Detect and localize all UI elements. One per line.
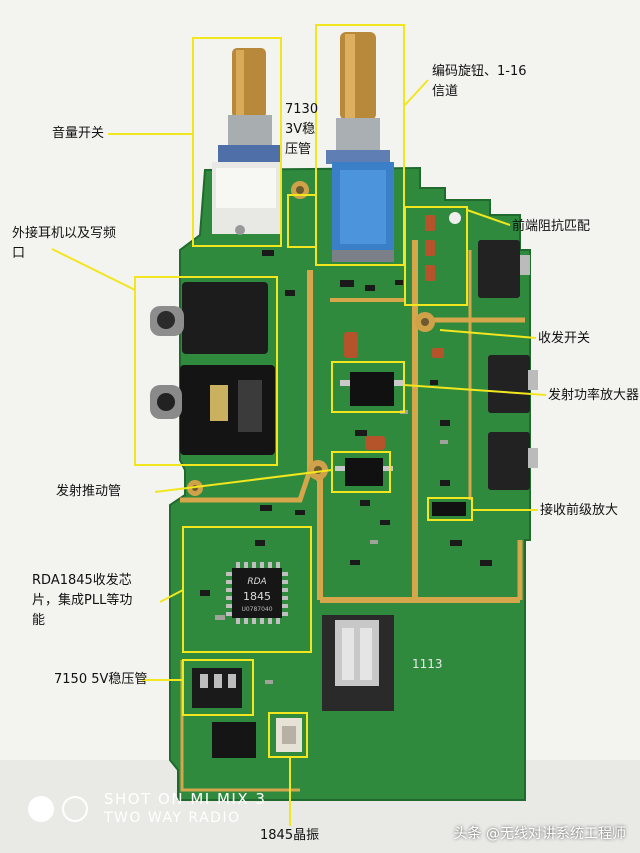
label-crystal: 1845晶振 bbox=[260, 828, 320, 843]
chip-logo: RDA bbox=[247, 577, 266, 587]
label-ext-earphone: 外接耳机以及写频 口 bbox=[12, 226, 117, 261]
encoder-knob bbox=[326, 32, 394, 262]
label-impedance-match: 前端阻抗匹配 bbox=[512, 219, 591, 234]
board-marking: 1113 bbox=[412, 657, 443, 671]
volume-potentiometer bbox=[212, 48, 282, 235]
label-rda-chip: RDA1845收发芯 片，集成PLL等功 能 bbox=[32, 573, 133, 628]
earphone-jack bbox=[150, 282, 275, 455]
credit-text: 头条 @无线对讲系统工程师 bbox=[453, 826, 626, 842]
label-volume-switch: 音量开关 bbox=[52, 126, 105, 141]
label-tx-driver: 发射推动管 bbox=[56, 484, 122, 499]
side-switches bbox=[478, 240, 538, 490]
label-tx-rx-switch: 收发开关 bbox=[538, 331, 591, 346]
battery-connector bbox=[322, 615, 394, 711]
chip-code: U0787040 bbox=[241, 606, 272, 613]
regulator-5v-component bbox=[192, 668, 242, 708]
label-power-amp: 发射功率放大器 bbox=[548, 388, 640, 403]
camera-logo-ring-icon bbox=[62, 796, 88, 822]
crystal-component bbox=[276, 718, 302, 752]
label-rx-preamp: 接收前级放大 bbox=[540, 503, 619, 518]
driver-transistor bbox=[335, 458, 393, 486]
lna-transistor bbox=[432, 502, 466, 516]
rda1845-chip: RDA 1845 U0787040 bbox=[226, 562, 288, 624]
annotation-boxes bbox=[134, 24, 473, 758]
leader-lines bbox=[51, 79, 547, 826]
watermark-line1: SHOT ON MI MIX 3 bbox=[104, 790, 267, 808]
soic-chip bbox=[212, 722, 256, 758]
label-regulator-3v: 7130 3V稳 压管 bbox=[285, 102, 319, 157]
label-encoder-knob: 编码旋钮、1-16 信道 bbox=[432, 64, 527, 99]
chip-model: 1845 bbox=[243, 590, 271, 603]
watermark-line2: TWO WAY RADIO bbox=[104, 810, 241, 826]
label-regulator-5v: 7150 5V稳压管 bbox=[54, 672, 148, 687]
power-amplifier-transistor bbox=[340, 372, 404, 406]
camera-logo-icon bbox=[28, 796, 54, 822]
